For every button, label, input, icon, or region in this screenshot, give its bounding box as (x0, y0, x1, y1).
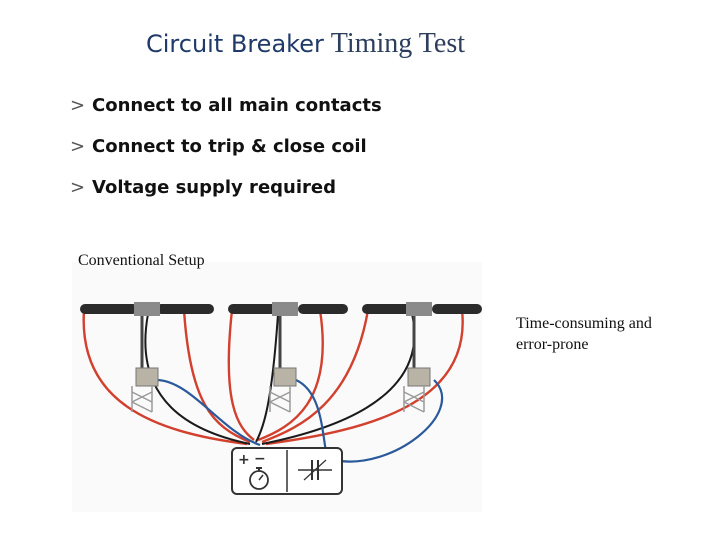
operating-mechanism (135, 367, 159, 387)
bullet-text: Connect to trip & close coil (92, 135, 367, 157)
chevron-right-icon: > (70, 135, 86, 157)
slide-title: Circuit Breaker Timing Test (146, 28, 465, 60)
red-lead (227, 309, 255, 441)
capacitor-icon (298, 459, 332, 481)
breaker-head (406, 302, 432, 316)
stopwatch-icon (249, 467, 269, 490)
note-text: Time-consuming and error-prone (516, 315, 652, 353)
plus-symbol: + (238, 452, 250, 468)
red-lead (257, 309, 324, 442)
breaker-1 (80, 302, 214, 413)
operating-mechanism (273, 367, 297, 387)
blue-lead (333, 379, 443, 463)
bullet-item: > Voltage supply required (70, 174, 382, 200)
title-part-1: Circuit Breaker (146, 30, 324, 58)
breaker-2 (228, 302, 348, 413)
support-frame (269, 386, 291, 413)
bullet-item: > Connect to all main contacts (70, 92, 382, 118)
bullet-text: Voltage supply required (92, 176, 336, 198)
chevron-right-icon: > (70, 94, 86, 116)
red-lead (261, 309, 370, 444)
breaker-head (134, 302, 160, 316)
bullet-item: > Connect to trip & close coil (70, 133, 382, 159)
support-frame (403, 386, 425, 413)
red-lead (265, 309, 464, 446)
black-lead (255, 313, 279, 443)
conventional-setup-diagram: + − (72, 262, 482, 512)
bushing (362, 304, 412, 314)
setup-label: Conventional Setup (78, 252, 205, 269)
bushing (298, 304, 348, 314)
minus-symbol: − (254, 451, 266, 467)
bullet-list: > Connect to all main contacts > Connect… (70, 92, 382, 215)
red-leads (82, 309, 464, 446)
breaker-3 (362, 302, 482, 413)
chevron-right-icon: > (70, 176, 86, 198)
bushing (432, 304, 482, 314)
red-lead (82, 309, 248, 446)
black-lead (144, 313, 251, 445)
blue-lead (157, 378, 261, 447)
support-frame (131, 386, 153, 413)
title-part-2: Timing Test (330, 28, 465, 59)
breaker-head (272, 302, 298, 316)
bullet-text: Connect to all main contacts (92, 94, 382, 116)
bushing (228, 304, 278, 314)
red-lead (182, 309, 251, 444)
bushing (80, 304, 138, 314)
operating-mechanism (407, 367, 431, 387)
test-instrument: + − (231, 447, 343, 495)
bushing (156, 304, 214, 314)
